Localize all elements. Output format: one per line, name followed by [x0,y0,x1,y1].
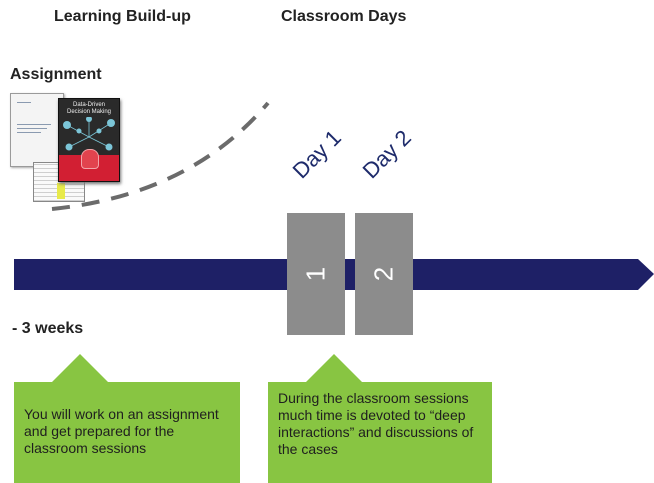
classroom-callout: During the classroom sessions much time … [268,354,492,483]
callout-pointer [306,354,362,382]
callout-pointer [52,354,108,382]
day-2-block: 2 [355,213,413,335]
day-1-number: 1 [300,266,331,282]
dashed-progress-arc [51,101,270,211]
assignment-callout-text: You will work on an assignment and get p… [24,406,219,456]
book-title: Data-Driven Decision Making [66,102,112,115]
day-1-block: 1 [287,213,345,335]
learning-buildup-heading: Learning Build-up [54,8,191,25]
timeline-start-label: - 3 weeks [12,320,84,337]
book-cover-image: Data-Driven Decision Making [58,98,120,182]
classroom-days-heading: Classroom Days [281,8,407,25]
assignment-heading: Assignment [10,66,102,83]
classroom-callout-text: During the classroom sessions much time … [278,390,474,457]
network-graphic-icon [63,117,115,151]
day-2-number: 2 [368,266,399,282]
assignment-callout: You will work on an assignment and get p… [14,354,240,483]
